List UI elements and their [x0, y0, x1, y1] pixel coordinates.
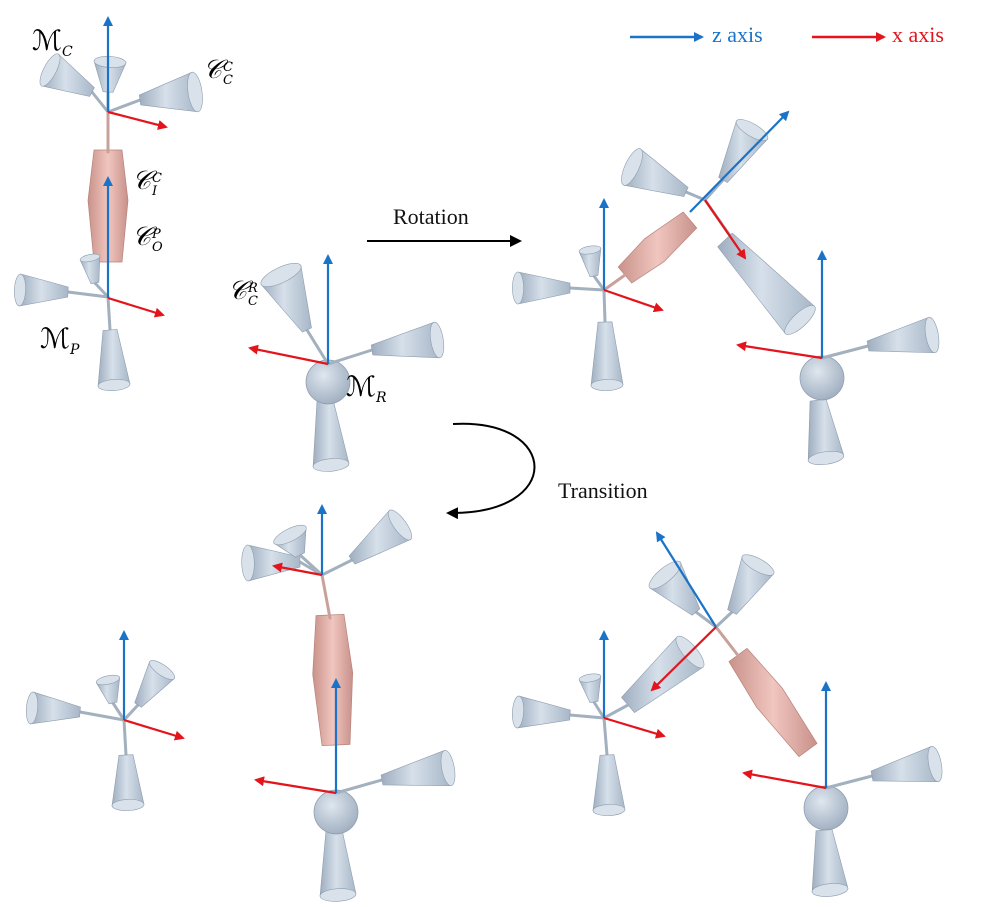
cone-site — [648, 560, 701, 616]
cone-site — [621, 148, 689, 197]
bond-rod — [602, 288, 607, 324]
bond-rod — [78, 710, 126, 722]
cone-site — [97, 329, 131, 392]
transition-label: Transition — [558, 478, 648, 503]
cone-site — [811, 828, 849, 897]
bond-rod — [111, 701, 126, 722]
core-sphere — [803, 785, 849, 831]
cone-site — [79, 253, 101, 285]
cone-site — [592, 754, 626, 816]
bond-rod — [106, 98, 142, 114]
core-sphere — [305, 359, 351, 405]
cone-site — [312, 398, 350, 472]
bond-rod — [568, 713, 606, 720]
x-axis-arrow — [123, 718, 185, 741]
bond-rod — [122, 718, 128, 757]
cone-site — [866, 316, 940, 354]
bond-rod — [298, 553, 324, 577]
bond-rod — [602, 703, 630, 720]
bond-rod — [93, 281, 110, 299]
bond-rod — [568, 286, 606, 292]
cone-site — [870, 745, 943, 783]
label-M-P: ℳP — [40, 322, 80, 358]
bond-rod — [694, 610, 718, 629]
link-bipyramid — [728, 647, 818, 758]
label-M-R: ℳR — [346, 370, 387, 406]
x-axis-arrow — [603, 288, 664, 313]
bond-rod — [602, 273, 627, 292]
cone-site — [111, 754, 145, 811]
bond-rod — [326, 348, 374, 366]
cone-site — [380, 749, 456, 787]
cone-site — [512, 271, 571, 305]
cone-site — [578, 673, 602, 703]
bond-rod — [66, 290, 110, 299]
bond-rod — [106, 295, 112, 332]
bond-rod — [703, 178, 725, 202]
bond-rod — [602, 716, 609, 757]
bond-rod — [305, 328, 330, 366]
core-sphere — [799, 355, 845, 401]
cone-site — [590, 321, 624, 391]
cone-site — [138, 71, 203, 113]
cone-site — [621, 635, 705, 713]
cone-site — [718, 119, 769, 183]
legend-z-label: z axis — [712, 22, 763, 47]
bond-rod — [320, 558, 354, 577]
rotation-label: Rotation — [393, 204, 469, 229]
cone-site — [260, 263, 312, 333]
x-axis-arrow — [254, 776, 337, 795]
cone-site — [717, 232, 816, 335]
legend-x-label: x axis — [892, 22, 944, 47]
cone-site — [807, 398, 845, 466]
x-axis-arrow — [603, 716, 666, 739]
cone-site — [93, 56, 127, 93]
cone-site — [39, 53, 95, 97]
z-axis-arrow — [655, 531, 717, 628]
z-axis-arrow — [689, 110, 790, 213]
cone-site — [95, 674, 121, 705]
x-axis-arrow — [650, 626, 717, 692]
bond-rod — [714, 625, 742, 660]
cone-site — [348, 509, 413, 565]
bond-rod — [592, 700, 606, 720]
cone-site — [578, 245, 602, 277]
cone-site — [25, 691, 81, 725]
core-sphere — [313, 789, 359, 835]
bond-rod — [824, 774, 874, 790]
cone-site — [370, 321, 445, 359]
cone-site — [727, 554, 775, 615]
bond-rod — [334, 778, 384, 795]
bond-rod — [714, 610, 734, 629]
bond-rod — [122, 703, 140, 722]
transition-arrow — [446, 422, 536, 520]
link-bipyramid — [312, 613, 354, 747]
x-axis-arrow — [704, 199, 747, 260]
cone-site — [319, 829, 357, 902]
x-axis-arrow — [272, 562, 323, 577]
x-axis-arrow — [107, 296, 165, 318]
x-axis-arrow — [248, 344, 329, 366]
x-axis-arrow — [736, 341, 823, 360]
cone-site — [14, 273, 69, 307]
cone-site — [273, 524, 307, 558]
x-axis-arrow — [742, 769, 827, 790]
cone-site — [512, 695, 571, 729]
bond-rod — [320, 573, 332, 620]
bond-rod — [90, 90, 110, 114]
label-M-C: ℳC — [32, 24, 73, 60]
x-axis-arrow — [107, 110, 168, 130]
link-bipyramid — [617, 211, 698, 284]
cone-site — [134, 660, 176, 708]
bond-rod — [592, 274, 606, 292]
bond-rod — [820, 344, 870, 360]
